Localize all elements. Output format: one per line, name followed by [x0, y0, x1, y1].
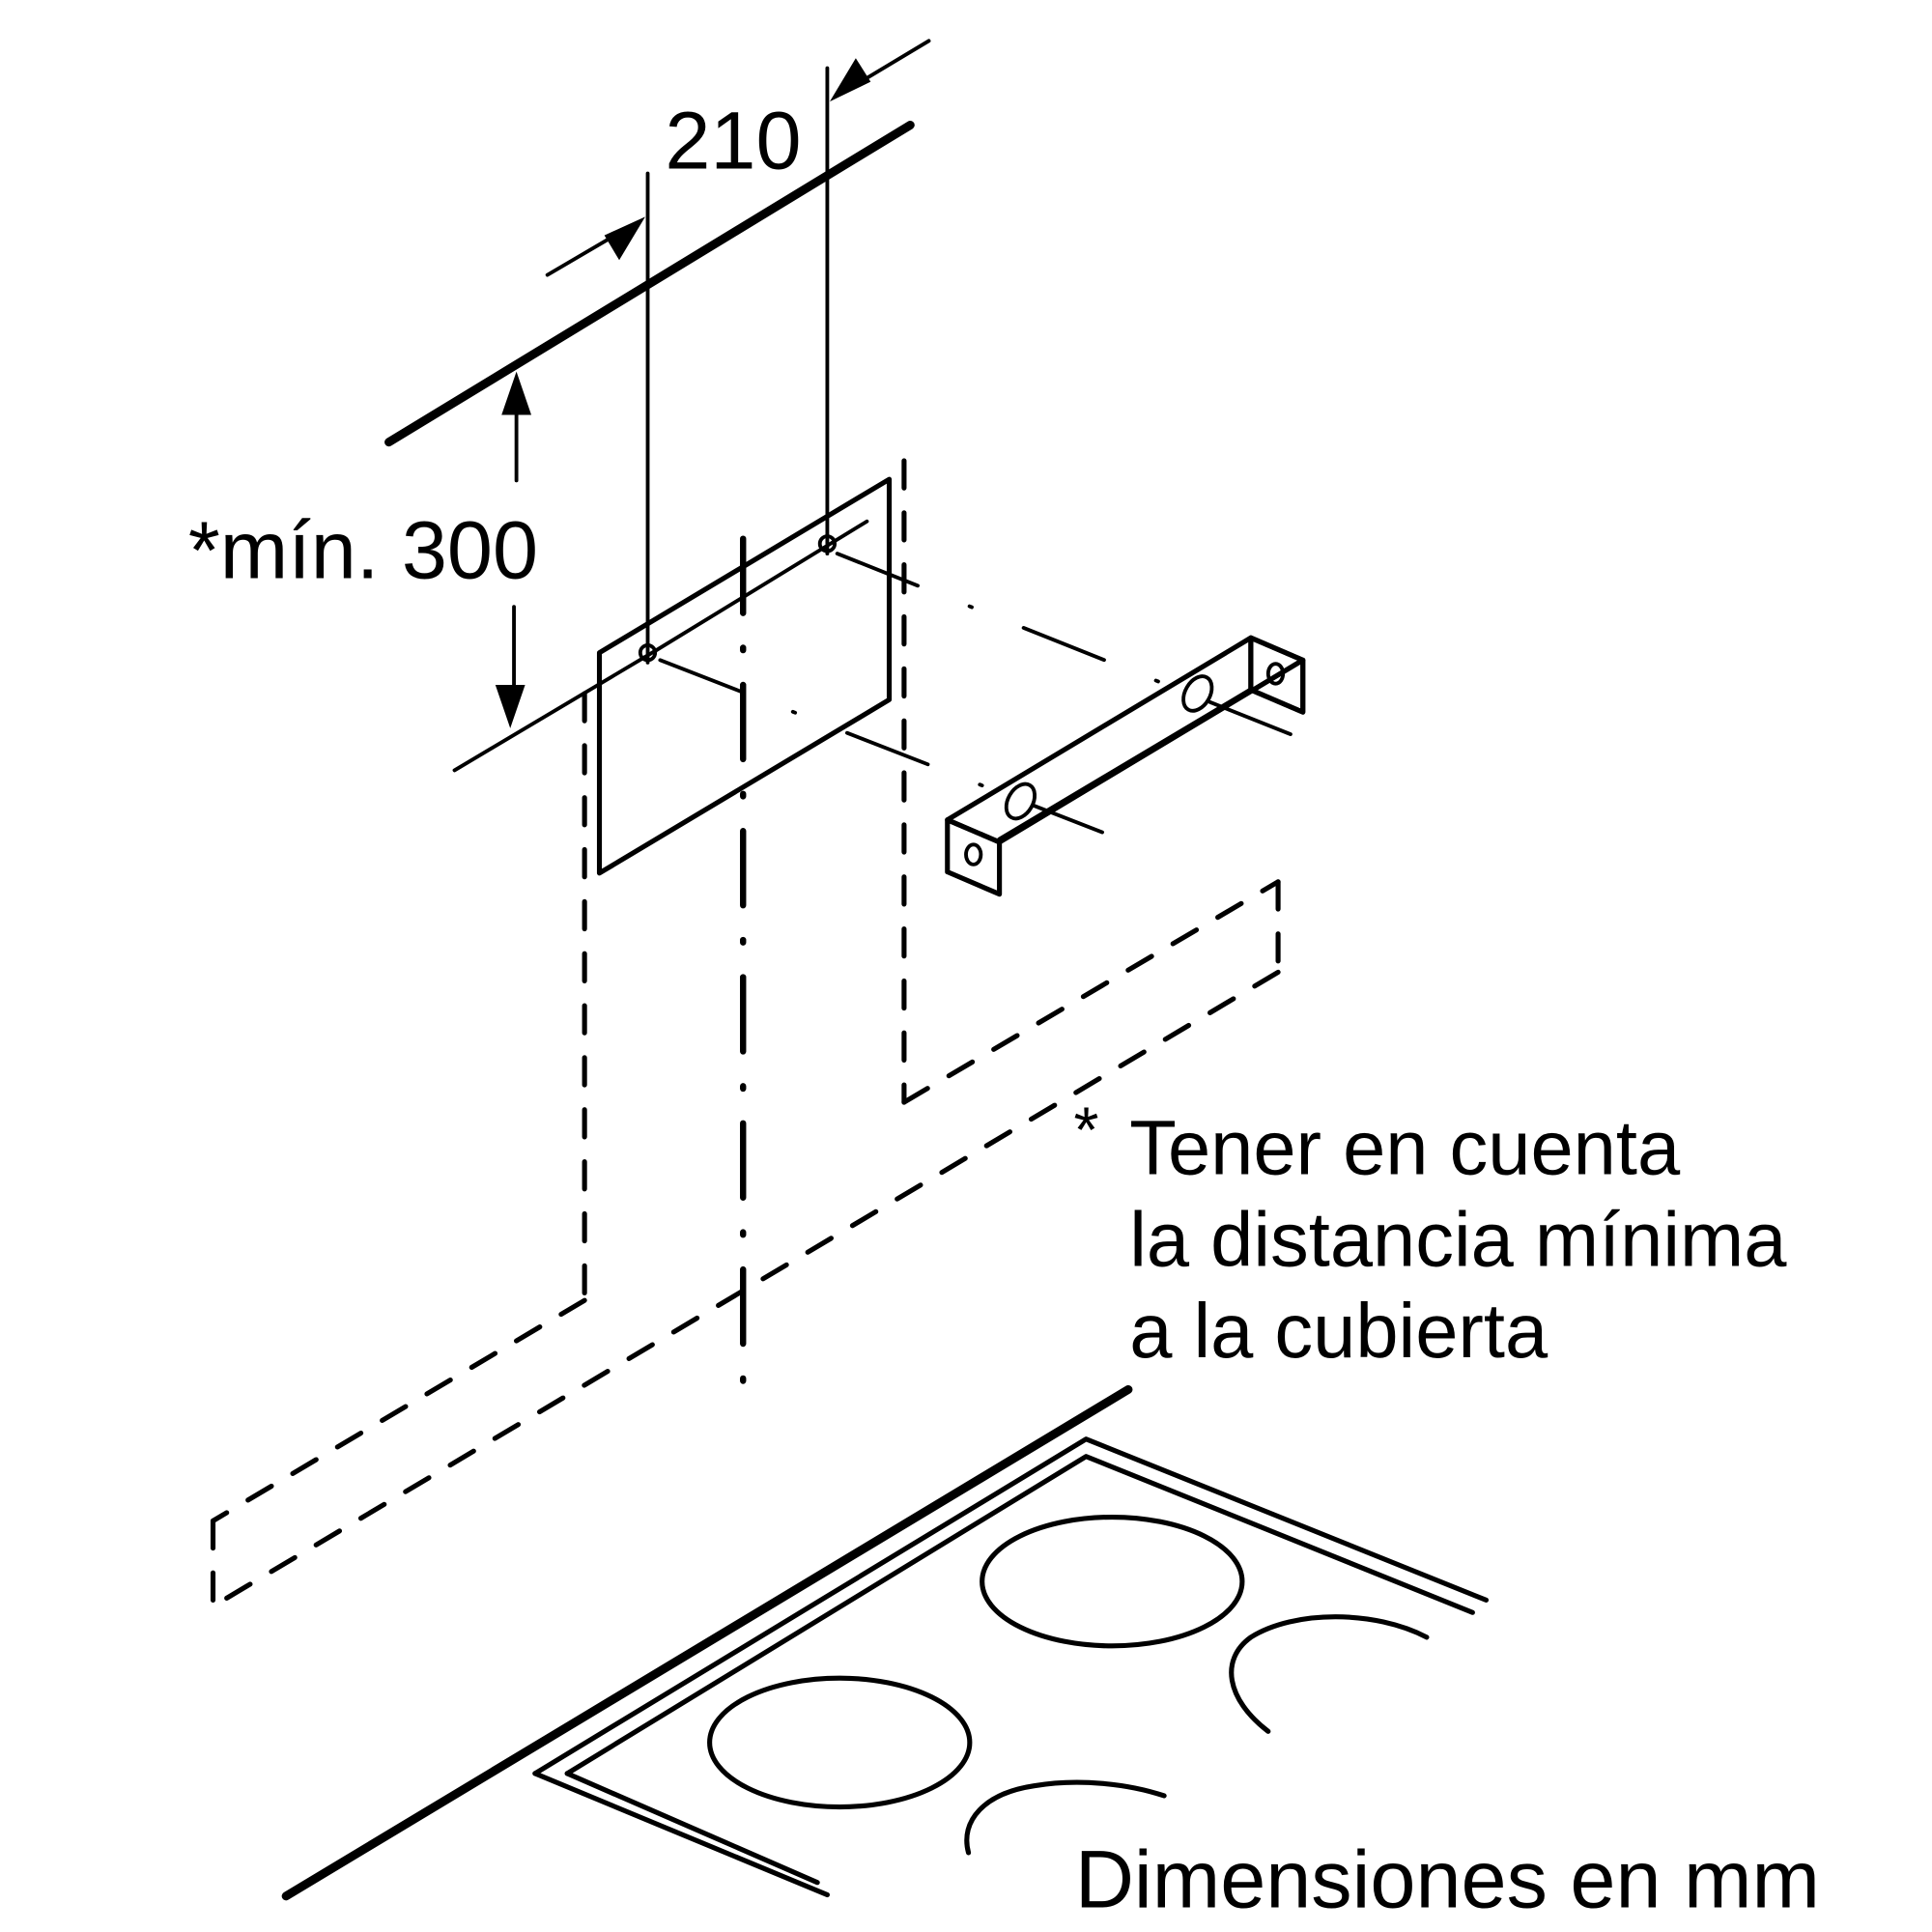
burner-front-right-icon: [964, 1779, 1167, 1856]
wall-bracket: [945, 635, 1306, 897]
hob-outer-frame: [532, 1436, 1490, 1776]
note-line-3: a la cubierta: [1129, 1288, 1548, 1374]
bracket-right-tab: [1248, 635, 1306, 715]
bracket-tab-hole-left-icon: [964, 842, 983, 867]
bracket-projection-lines: [658, 552, 1315, 835]
mounting-hole-left-icon: [638, 643, 658, 663]
burner-rear-right-icon: [1229, 1614, 1430, 1734]
dimension-arrow-right-shaft: [859, 39, 931, 84]
bracket-slot-right-icon: [1181, 674, 1214, 713]
dimension-210-label: 210: [665, 94, 801, 185]
hood-dashed-front-edge: [210, 1297, 587, 1523]
hob-cooktop: [281, 1384, 1490, 1901]
hole-alignment-line: [654, 519, 869, 652]
note-line-2: la distancia mínima: [1129, 1196, 1787, 1282]
hob-outer-frame-left: [532, 1771, 830, 1898]
hood-back-plate: [596, 476, 893, 876]
note-line-1: Tener en cuenta: [1129, 1104, 1681, 1190]
minimum-distance-note: * Tener en cuenta la distancia mínima a …: [1074, 1094, 1788, 1374]
bracket-left-tab: [945, 817, 1003, 897]
dimension-min-300: *mín. 300: [188, 371, 659, 773]
arrowhead-right-icon: [829, 58, 871, 102]
hood-dashed-bottom-edge: [210, 969, 1281, 1609]
bracket-slot-left-icon: [1004, 781, 1037, 821]
min-300-label: *mín. 300: [188, 504, 538, 596]
arrowhead-down-icon: [495, 684, 526, 728]
hood-dashed-top-edge-rear: [901, 879, 1281, 1105]
hood-outline-dashed: [210, 458, 1281, 1609]
mounting-hole-right-icon: [817, 534, 838, 554]
burner-rear-left-icon: [980, 1514, 1245, 1649]
arrowhead-up-icon: [501, 371, 531, 415]
burner-front-left-icon: [707, 1675, 973, 1810]
projection-line-lower: [658, 658, 1104, 835]
back-plate-outline: [596, 476, 893, 876]
bracket-tab-hole-right-icon: [1265, 662, 1286, 686]
dimension-210: 210: [384, 39, 931, 665]
note-asterisk: *: [1074, 1094, 1099, 1166]
hob-inner-frame: [564, 1454, 1475, 1776]
projection-line-upper: [835, 552, 1315, 746]
worktop-front-edge: [281, 1384, 1133, 1901]
units-footer: Dimensiones en mm: [1075, 1833, 1820, 1924]
arrowhead-left-icon: [604, 216, 645, 261]
bracket-front-edge: [997, 657, 1306, 845]
lower-reference-line: [452, 648, 659, 773]
hob-inner-frame-left: [564, 1771, 820, 1886]
